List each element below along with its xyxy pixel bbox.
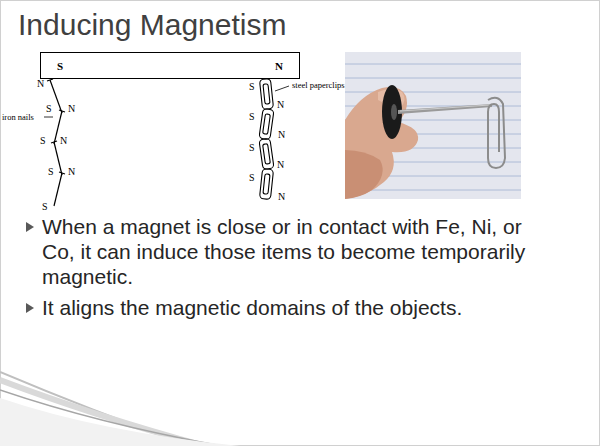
pole-letter: S xyxy=(249,143,255,153)
pole-letter: N xyxy=(278,130,285,140)
pole-letter: S xyxy=(249,82,255,92)
steel-paperclips xyxy=(259,78,274,199)
pole-letter: N xyxy=(60,136,67,146)
pole-letter: S xyxy=(249,173,255,183)
pole-letter: N xyxy=(275,61,283,71)
part-label: steel paperclips xyxy=(292,80,345,90)
pole-letter: S xyxy=(42,202,48,212)
pole-letter: N xyxy=(277,100,284,110)
pole-letter: N xyxy=(278,192,285,202)
leader-line xyxy=(275,86,289,91)
bar-magnet: SN xyxy=(40,52,300,79)
pole-letter: S xyxy=(46,104,52,114)
bullet-marker xyxy=(25,302,35,314)
magnet-photo xyxy=(345,52,521,199)
pole-letter: N xyxy=(277,160,284,170)
pole-letter: N xyxy=(37,79,44,89)
bullet-text: It aligns the magnetic domains of the ob… xyxy=(42,295,552,320)
pole-letter: S xyxy=(57,61,63,71)
slide-title: Inducing Magnetism xyxy=(18,8,286,42)
bullet-marker xyxy=(25,221,35,233)
bullet-text: When a magnet is close or in contact wit… xyxy=(42,214,552,289)
slide-swoosh xyxy=(0,372,240,446)
bullet-triangle xyxy=(26,303,34,313)
bullet-triangle xyxy=(26,222,34,232)
pole-letter: S xyxy=(48,167,54,177)
pole-letter: S xyxy=(249,112,255,122)
leader-line xyxy=(44,117,53,118)
part-label: iron nails xyxy=(2,112,34,122)
bullet-list: When a magnet is close or in contact wit… xyxy=(42,214,552,320)
pole-letter: N xyxy=(68,104,75,114)
pole-letter: N xyxy=(68,167,75,177)
pole-letter: S xyxy=(40,136,46,146)
